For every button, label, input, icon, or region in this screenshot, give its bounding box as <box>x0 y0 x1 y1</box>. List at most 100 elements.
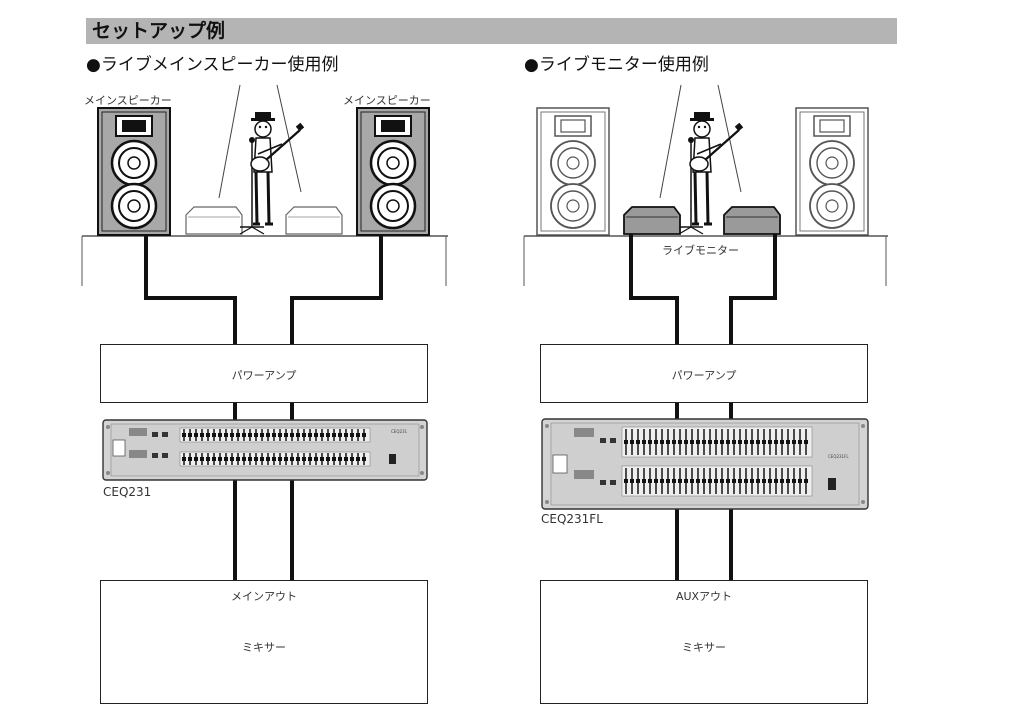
eq-slider-knob <box>654 440 658 444</box>
eq-slider-knob <box>290 433 294 437</box>
eq-slider-knob <box>672 479 676 483</box>
mixer-label-monitor: ミキサー <box>682 641 726 654</box>
eq-slider-knob <box>780 440 784 444</box>
eq-slider-knob <box>320 433 324 437</box>
mixer-box-monitor: AUXアウト ミキサー <box>540 580 868 704</box>
eq-slider-knob <box>702 479 706 483</box>
eq-slider-knob <box>356 433 360 437</box>
eq-slider-knob <box>750 479 754 483</box>
eq-slider-knob <box>248 433 252 437</box>
main-speaker-left-icon <box>96 106 172 237</box>
eq-slider-knob <box>230 457 234 461</box>
eq-slider-knob <box>714 440 718 444</box>
eq-slider-knob <box>260 457 264 461</box>
eq-slider-knob <box>248 457 252 461</box>
power-amp-label-monitor: パワーアンプ <box>671 369 737 382</box>
eq-slider-knob <box>344 433 348 437</box>
eq-slider-knob <box>624 479 628 483</box>
eq-slider-knob <box>708 440 712 444</box>
eq-slider-knob <box>684 440 688 444</box>
eq-slider-knob <box>236 457 240 461</box>
eq-slider-knob <box>194 457 198 461</box>
eq-slider-knob <box>642 440 646 444</box>
eq-slider-knob <box>708 479 712 483</box>
eq-slider-knob <box>732 479 736 483</box>
eq-slider-knob <box>720 479 724 483</box>
eq-slider-knob <box>284 433 288 437</box>
eq-slider-knob <box>726 440 730 444</box>
eq-slider-knob <box>218 433 222 437</box>
eq-slider-knob <box>762 440 766 444</box>
main-speaker-right-icon <box>355 106 431 237</box>
eq-slider-knob <box>266 433 270 437</box>
eq-slider-knob <box>762 479 766 483</box>
eq-model-label-main: CEQ231 <box>103 485 152 499</box>
eq-slider-knob <box>684 479 688 483</box>
eq-unit-ceq231fl: CEQ231FL <box>541 418 869 510</box>
eq-slider-knob <box>732 440 736 444</box>
eq-slider-knob <box>242 457 246 461</box>
eq-slider-knob <box>738 479 742 483</box>
eq-slider-knob <box>332 433 336 437</box>
aux-out-label: AUXアウト <box>675 590 733 603</box>
eq-slider-knob <box>792 479 796 483</box>
eq-unit-ceq231: CEQ231 <box>102 419 428 481</box>
eq-slider-knob <box>804 479 808 483</box>
eq-slider-knob <box>636 479 640 483</box>
eq-slider-knob <box>642 479 646 483</box>
eq-model-label-monitor: CEQ231FL <box>541 512 603 526</box>
eq-panel-model-ceq231fl: CEQ231FL <box>828 454 849 459</box>
eq-slider-knob <box>690 440 694 444</box>
eq-slider-knob <box>320 457 324 461</box>
main-setup-title: ●ライブメインスピーカー使用例 <box>86 55 339 75</box>
eq-slider-knob <box>362 457 366 461</box>
eq-slider-knob <box>302 457 306 461</box>
monitor-left-icon <box>185 206 243 235</box>
eq-slider-knob <box>630 440 634 444</box>
eq-slider-knob <box>266 457 270 461</box>
eq-slider-knob <box>224 457 228 461</box>
eq-slider-knob <box>636 440 640 444</box>
eq-sliders-ceq231 <box>182 429 366 465</box>
eq-slider-knob <box>804 440 808 444</box>
eq-slider-knob <box>792 440 796 444</box>
eq-slider-knob <box>284 457 288 461</box>
eq-slider-knob <box>350 457 354 461</box>
eq-slider-knob <box>344 457 348 461</box>
power-amp-label-main: パワーアンプ <box>231 369 297 382</box>
eq-slider-knob <box>750 440 754 444</box>
eq-slider-knob <box>194 433 198 437</box>
eq-slider-knob <box>714 479 718 483</box>
eq-slider-knob <box>200 433 204 437</box>
eq-slider-knob <box>326 457 330 461</box>
eq-slider-knob <box>774 479 778 483</box>
live-monitor-right-icon <box>723 206 781 235</box>
eq-slider-knob <box>212 433 216 437</box>
eq-sliders-ceq231fl <box>624 429 808 494</box>
eq-slider-knob <box>308 433 312 437</box>
mixer-label-main: ミキサー <box>242 641 286 654</box>
eq-slider-knob <box>278 433 282 437</box>
eq-slider-knob <box>242 433 246 437</box>
eq-slider-knob <box>302 433 306 437</box>
eq-slider-knob <box>660 440 664 444</box>
eq-slider-knob <box>224 433 228 437</box>
eq-slider-knob <box>308 457 312 461</box>
eq-slider-knob <box>672 440 676 444</box>
eq-slider-knob <box>696 479 700 483</box>
inactive-speaker-right-icon <box>795 107 869 236</box>
eq-slider-knob <box>278 457 282 461</box>
eq-slider-knob <box>774 440 778 444</box>
eq-panel-model-ceq231: CEQ231 <box>391 429 408 434</box>
eq-slider-knob <box>744 440 748 444</box>
eq-slider-knob <box>314 433 318 437</box>
eq-slider-knob <box>230 433 234 437</box>
speaker-right-label: メインスピーカー <box>343 94 431 107</box>
eq-slider-knob <box>666 440 670 444</box>
eq-slider-knob <box>798 440 802 444</box>
eq-slider-knob <box>630 479 634 483</box>
eq-slider-knob <box>338 457 342 461</box>
eq-slider-knob <box>182 433 186 437</box>
eq-slider-knob <box>338 433 342 437</box>
